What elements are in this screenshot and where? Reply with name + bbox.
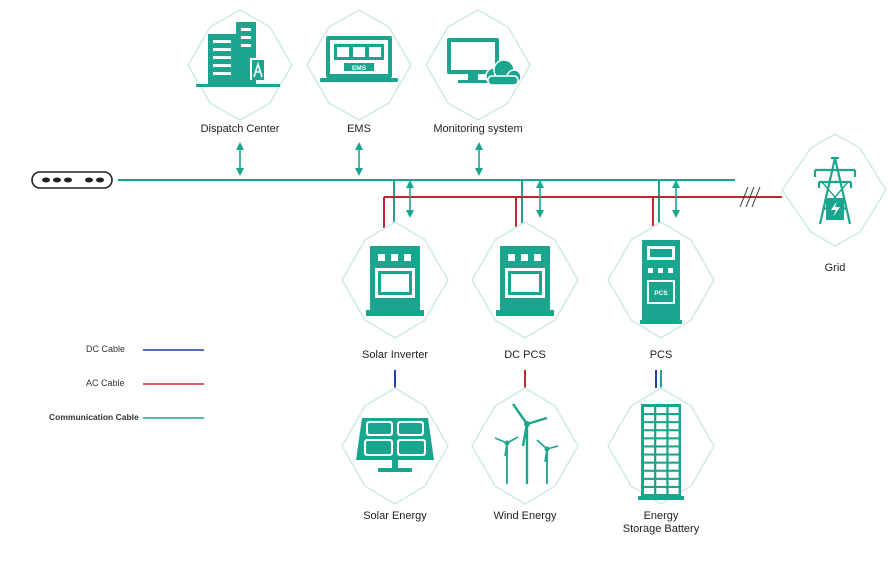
label-storage-battery-line1: Energy — [643, 510, 679, 522]
communication-bus — [118, 179, 735, 228]
label-pcs: PCS — [649, 349, 673, 361]
pcs-screen-text: PCS — [654, 290, 668, 297]
battery-cell — [668, 479, 679, 486]
battery-cell — [644, 407, 654, 413]
inverter-icon — [366, 246, 424, 316]
battery-cell — [668, 415, 679, 422]
solar-panel-icon — [356, 418, 434, 472]
hex-grid — [781, 133, 887, 247]
battery-cell — [656, 423, 667, 430]
battery-cell — [668, 455, 679, 462]
monitor-icon: EMS — [320, 36, 398, 82]
label-dispatch-center: Dispatch Center — [200, 123, 280, 135]
network-switch-icon — [31, 171, 113, 189]
transmission-tower-icon — [813, 156, 857, 225]
wind-turbine-icon — [494, 403, 559, 484]
battery-cell — [668, 431, 679, 438]
pcs-cabinet-icon: PCS — [640, 240, 682, 324]
battery-cell — [656, 415, 667, 422]
legend-dc-cable: DC Cable — [86, 344, 126, 354]
label-grid: Grid — [824, 262, 846, 274]
battery-cell — [656, 447, 667, 454]
building-icon — [196, 22, 280, 87]
battery-cell — [644, 479, 654, 486]
battery-cell — [656, 455, 667, 462]
battery-cell — [656, 463, 667, 470]
battery-cell — [656, 439, 667, 446]
battery-cell — [644, 431, 654, 438]
battery-rack-icon — [638, 404, 684, 500]
battery-cell — [668, 447, 679, 454]
legend-communication-cable: Communication Cable — [49, 412, 139, 422]
battery-cell — [668, 439, 679, 446]
battery-cell — [644, 447, 654, 454]
battery-cell — [656, 479, 667, 486]
battery-cell — [656, 471, 667, 478]
ems-screen-text: EMS — [352, 65, 367, 72]
label-ems: EMS — [347, 123, 371, 135]
battery-cell — [668, 488, 679, 494]
battery-cell — [656, 431, 667, 438]
legend-ac-cable: AC Cable — [86, 378, 125, 388]
battery-cell — [668, 463, 679, 470]
battery-cell — [644, 463, 654, 470]
battery-cell — [644, 488, 654, 494]
battery-cell — [644, 415, 654, 422]
label-solar-energy: Solar Energy — [363, 510, 427, 522]
battery-cell — [656, 407, 667, 413]
hex-wind-energy — [471, 387, 579, 505]
label-monitoring-system: Monitoring system — [433, 123, 523, 135]
legend-lines — [143, 349, 204, 419]
label-wind-energy: Wind Energy — [493, 510, 557, 522]
battery-cell — [668, 471, 679, 478]
label-solar-inverter: Solar Inverter — [361, 349, 429, 361]
cabinet-icon — [496, 246, 554, 316]
battery-cell — [644, 439, 654, 446]
battery-cell — [656, 488, 667, 494]
battery-cell — [668, 423, 679, 430]
ac-bus — [383, 186, 782, 228]
monitor-cloud-icon — [447, 38, 522, 86]
battery-cell — [644, 455, 654, 462]
label-dc-pcs: DC PCS — [504, 349, 546, 361]
battery-cell — [668, 407, 679, 413]
label-storage-battery-line2: Storage Battery — [622, 523, 700, 535]
battery-cell — [644, 471, 654, 478]
lower-cables — [394, 370, 662, 388]
comm-arrows — [236, 142, 680, 218]
battery-cell — [644, 423, 654, 430]
